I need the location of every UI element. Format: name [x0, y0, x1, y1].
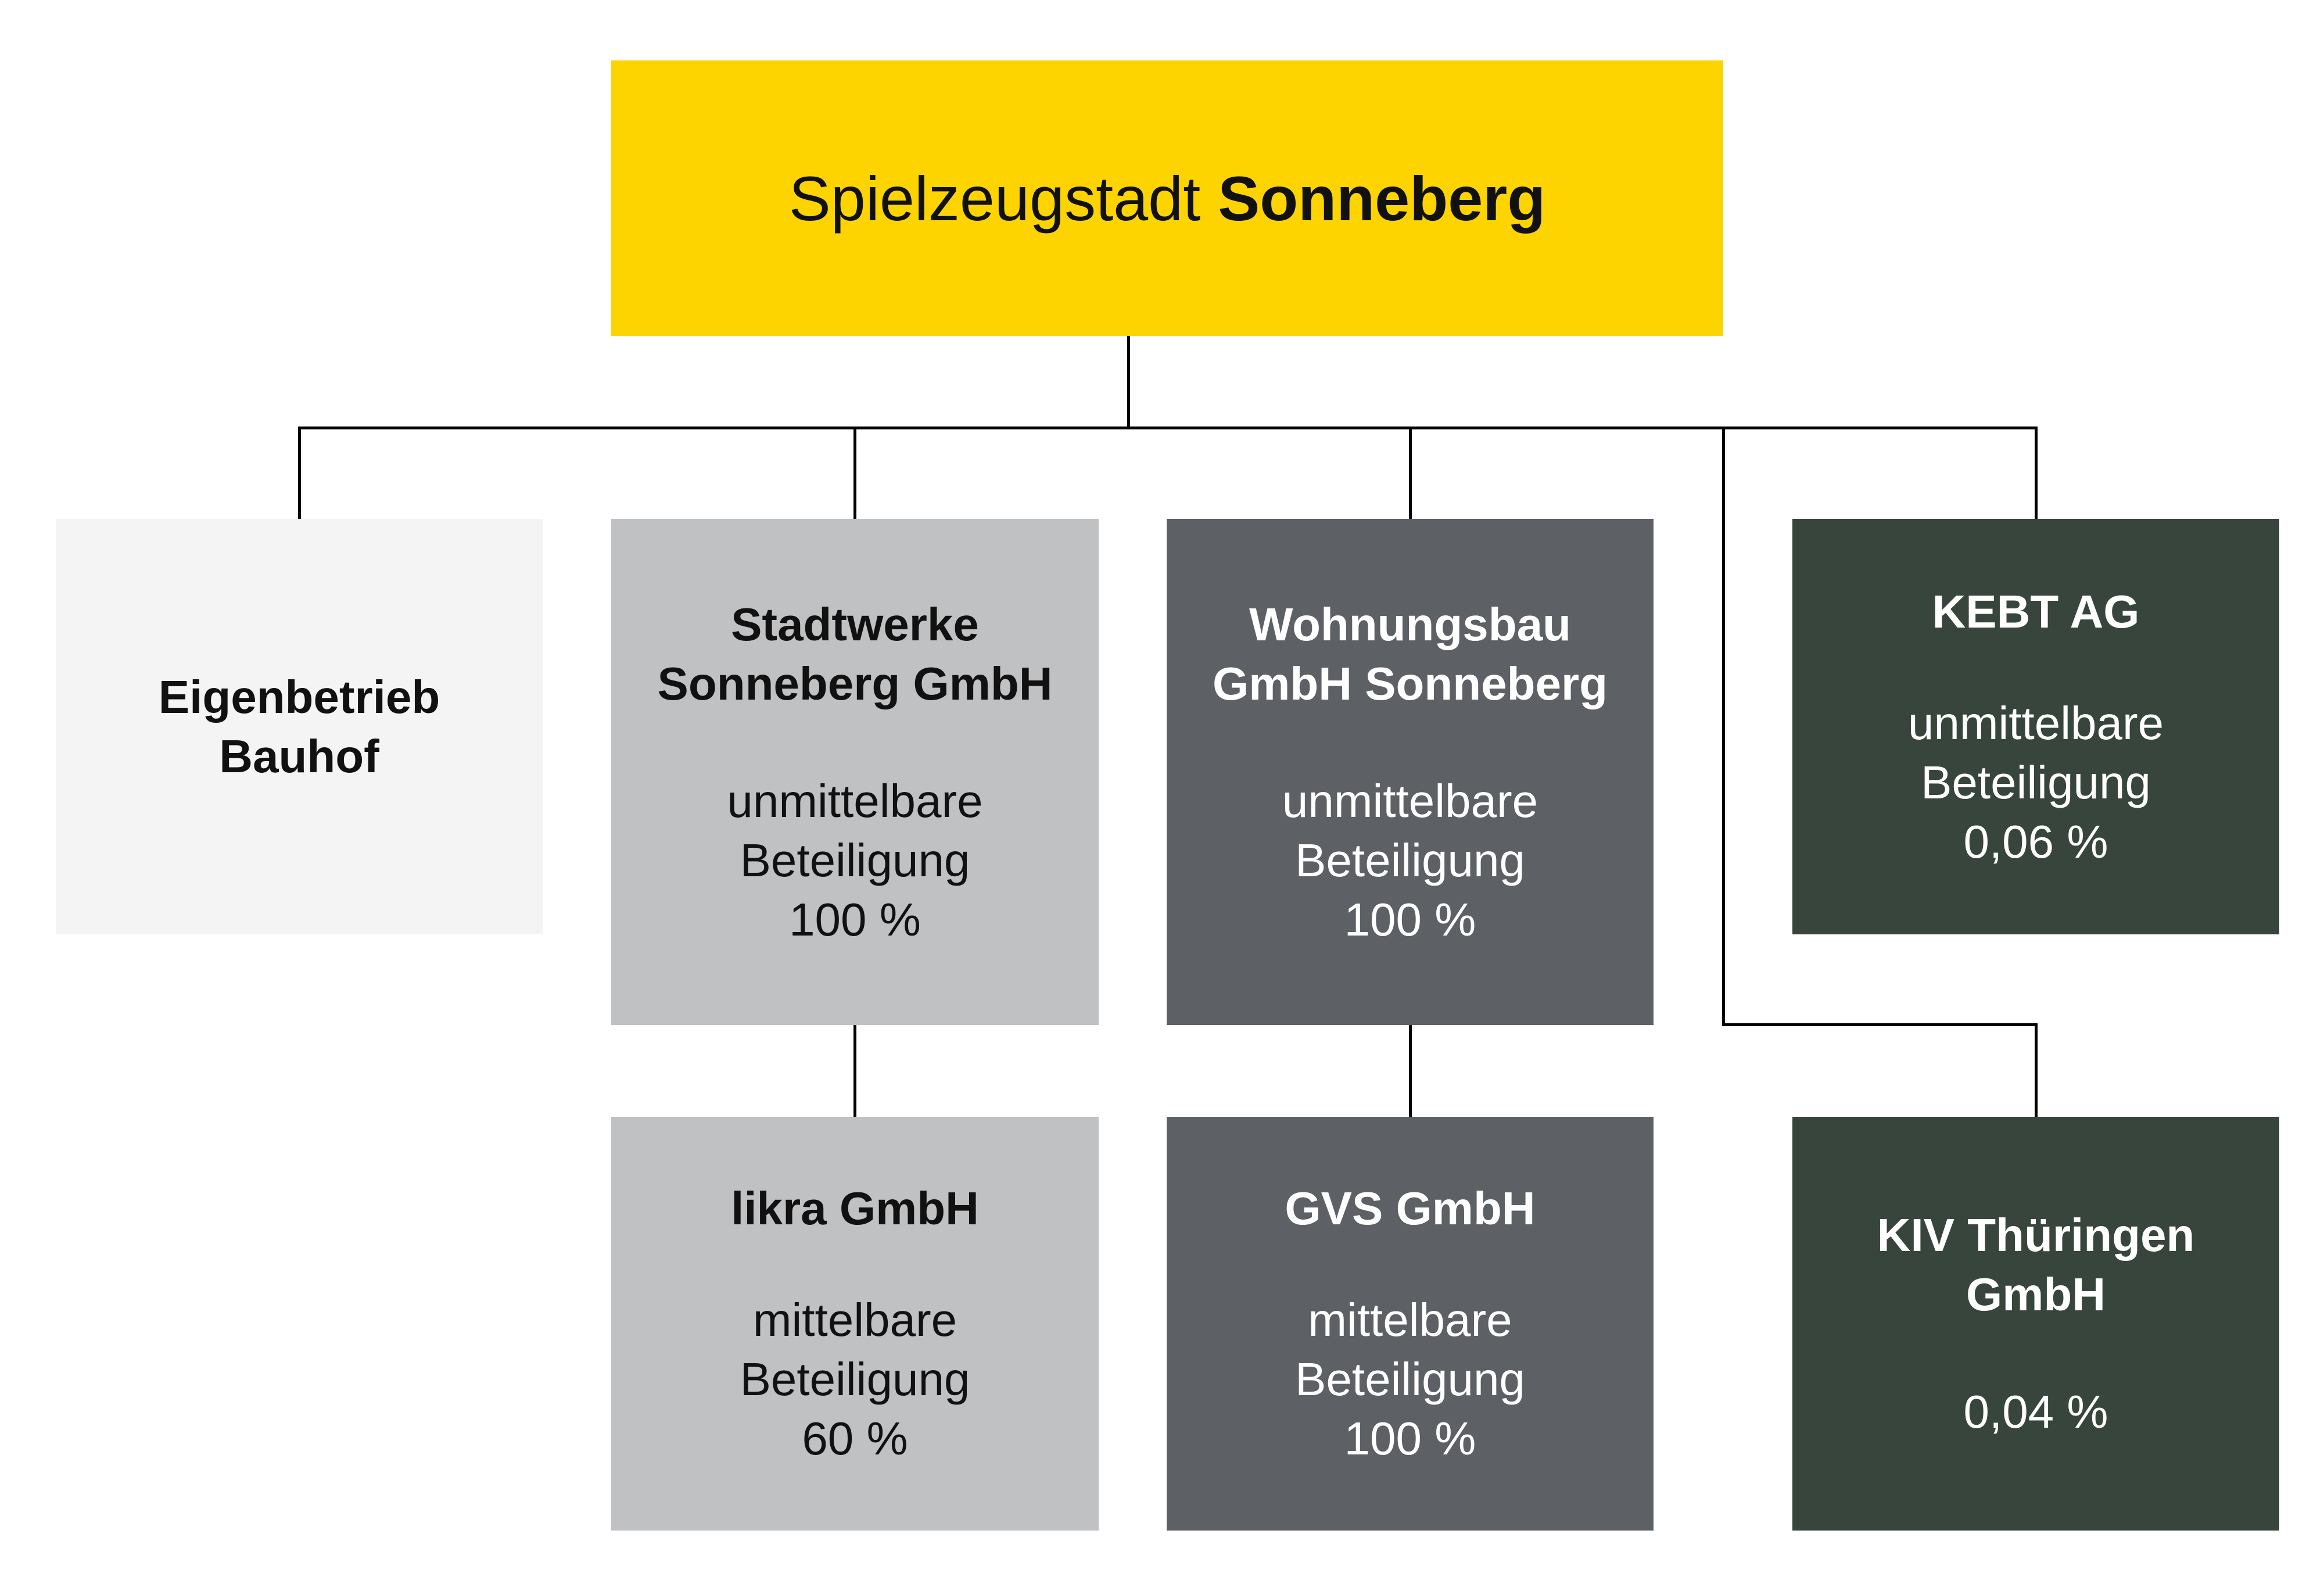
name-line: Stadtwerke — [731, 598, 979, 650]
node-share: mittelbare Beteiligung 100 % — [1295, 1291, 1525, 1468]
share-percent: 100 % — [1344, 1413, 1476, 1464]
share-label: Beteiligung — [1295, 834, 1525, 886]
connector-horizontal-bus — [298, 427, 2036, 429]
node-kebt-ag: KEBT AG unmittelbare Beteiligung 0,06 % — [1792, 519, 2279, 934]
node-name: Stadtwerke Sonneberg GmbH — [657, 595, 1052, 714]
node-name: KIV Thüringen GmbH — [1877, 1206, 2195, 1324]
root-node-spielzeugstadt-sonneberg: Spielzeugstadt Sonneberg — [611, 60, 1723, 336]
root-title-regular: Spielzeugstadt — [788, 163, 1201, 234]
node-wohnungsbau-sonneberg: Wohnungsbau GmbH Sonneberg unmittelbare … — [1167, 519, 1654, 1025]
node-name: Wohnungsbau GmbH Sonneberg — [1213, 595, 1608, 714]
name-line: GmbH — [1966, 1268, 2106, 1320]
connector-kiv-horizontal — [1722, 1023, 2038, 1026]
share-percent: 100 % — [789, 893, 921, 945]
share-type: mittelbare — [1308, 1294, 1512, 1346]
share-label: Beteiligung — [740, 1353, 970, 1405]
share-label: Beteiligung — [1295, 1353, 1525, 1405]
connector-stadtwerke-likra — [853, 1025, 856, 1117]
name-line: Bauhof — [219, 730, 379, 782]
node-gvs-gmbh: GVS GmbH mittelbare Beteiligung 100 % — [1167, 1117, 1654, 1531]
connector-root-down — [1127, 336, 1130, 429]
connector-to-stadtwerke — [853, 427, 856, 519]
node-share: unmittelbare Beteiligung 0,06 % — [1908, 694, 2164, 872]
share-label: Beteiligung — [1921, 756, 2151, 808]
node-share: mittelbare Beteiligung 60 % — [740, 1291, 970, 1468]
name-line: GVS GmbH — [1285, 1182, 1536, 1234]
connector-to-kebt — [2035, 427, 2038, 519]
name-line: Wohnungsbau — [1249, 598, 1571, 650]
share-percent: 0,06 % — [1963, 815, 2108, 868]
node-share: 0,04 % — [1963, 1382, 2108, 1442]
share-percent: 0,04 % — [1963, 1386, 2108, 1438]
node-likra-gmbh: likra GmbH mittelbare Beteiligung 60 % — [611, 1117, 1099, 1531]
node-stadtwerke-sonneberg: Stadtwerke Sonneberg GmbH unmittelbare B… — [611, 519, 1099, 1025]
node-name: Eigenbetrieb Bauhof — [159, 668, 440, 786]
name-line: KIV Thüringen — [1877, 1209, 2195, 1261]
connector-kiv-down — [2035, 1023, 2038, 1117]
node-name: likra GmbH — [731, 1179, 979, 1238]
share-percent: 100 % — [1344, 893, 1476, 945]
node-eigenbetrieb-bauhof: Eigenbetrieb Bauhof — [56, 519, 543, 934]
node-kiv-thueringen: KIV Thüringen GmbH 0,04 % — [1792, 1117, 2279, 1531]
name-line: Sonneberg GmbH — [657, 657, 1053, 709]
root-title: Spielzeugstadt Sonneberg — [789, 162, 1546, 235]
node-name: GVS GmbH — [1285, 1179, 1535, 1238]
node-share: unmittelbare Beteiligung 100 % — [1282, 772, 1538, 949]
share-percent: 60 % — [802, 1413, 908, 1464]
node-share: unmittelbare Beteiligung 100 % — [727, 772, 982, 949]
share-type: mittelbare — [752, 1294, 957, 1346]
name-line: Eigenbetrieb — [158, 671, 440, 723]
connector-to-wohnungsbau — [1409, 427, 1412, 519]
name-line: GmbH Sonneberg — [1212, 657, 1608, 709]
name-line: likra GmbH — [731, 1182, 979, 1234]
share-type: unmittelbare — [1282, 775, 1538, 827]
share-type: unmittelbare — [1907, 697, 2164, 749]
connector-to-eigenbetrieb — [298, 427, 301, 519]
share-type: unmittelbare — [727, 775, 983, 827]
name-line: KEBT AG — [1932, 585, 2140, 637]
root-title-bold: Sonneberg — [1218, 163, 1546, 234]
connector-kiv-vertical — [1722, 427, 1725, 1026]
share-label: Beteiligung — [740, 834, 970, 886]
connector-wohnungsbau-gvs — [1409, 1025, 1412, 1117]
node-name: KEBT AG — [1932, 582, 2139, 642]
